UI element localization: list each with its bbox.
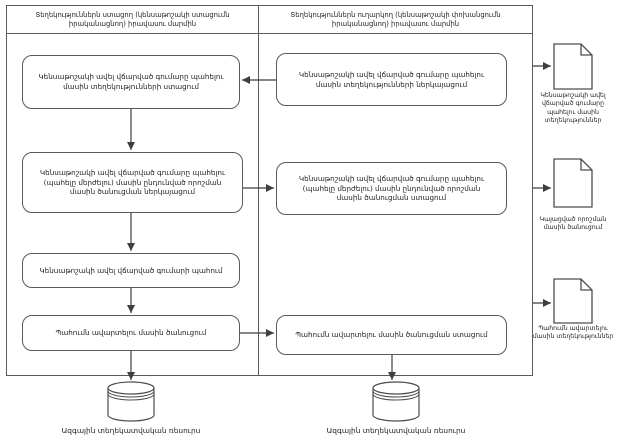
document-icon-withholding-info — [553, 43, 593, 90]
swimlane-info-receiver-header: Տեղեկություններն ստացող (կենսաթոշակի ստա… — [7, 6, 258, 34]
process-box-receive-decision-notification: Կենսաթոշակի ավել վճարված գումարը պահելու… — [276, 162, 507, 215]
database-label-left: Ազգային տեղեկատվական ռեսուրս — [61, 426, 201, 435]
process-box-receive-withholding-info: Կենսաթոշակի ավել վճարված գումարը պահելու… — [22, 55, 240, 109]
process-box-withhold-amount: Կենսաթոշակի ավել վճարված գումարի պահում — [22, 253, 240, 288]
swimlane-info-sender-header: Տեղեկություններն ուղարկող (կենսաթոշակի փ… — [259, 6, 532, 34]
database-icon-right — [372, 381, 420, 422]
document-label-completion-info: Պահումն ավարտելու մասին տեղեկություններ — [532, 325, 614, 341]
document-label-withholding-info: Կենսաթոշակի ավել վճարված գումարը պահելու… — [540, 92, 606, 125]
database-label-right: Ազգային տեղեկատվական ռեսուրս — [326, 426, 466, 435]
process-box-completion-notification: Պահումն ավարտելու մասին ծանուցում — [22, 315, 240, 351]
database-icon-left — [107, 381, 155, 422]
document-icon-completion-info — [553, 278, 593, 324]
process-box-submit-decision-notification: Կենսաթոշակի ավել վճարված գումարը պահելու… — [22, 152, 243, 213]
process-box-receive-completion-notification: Պահումն ավարտելու մասին ծանուցման ստացու… — [276, 315, 507, 355]
document-icon-decision-notification — [553, 158, 593, 208]
process-box-submit-withholding-info: Կենսաթոշակի ավել վճարված գումարը պահելու… — [276, 53, 507, 106]
document-label-decision-notification: Կայացված որոշման մասին ծանուցում — [539, 216, 607, 232]
